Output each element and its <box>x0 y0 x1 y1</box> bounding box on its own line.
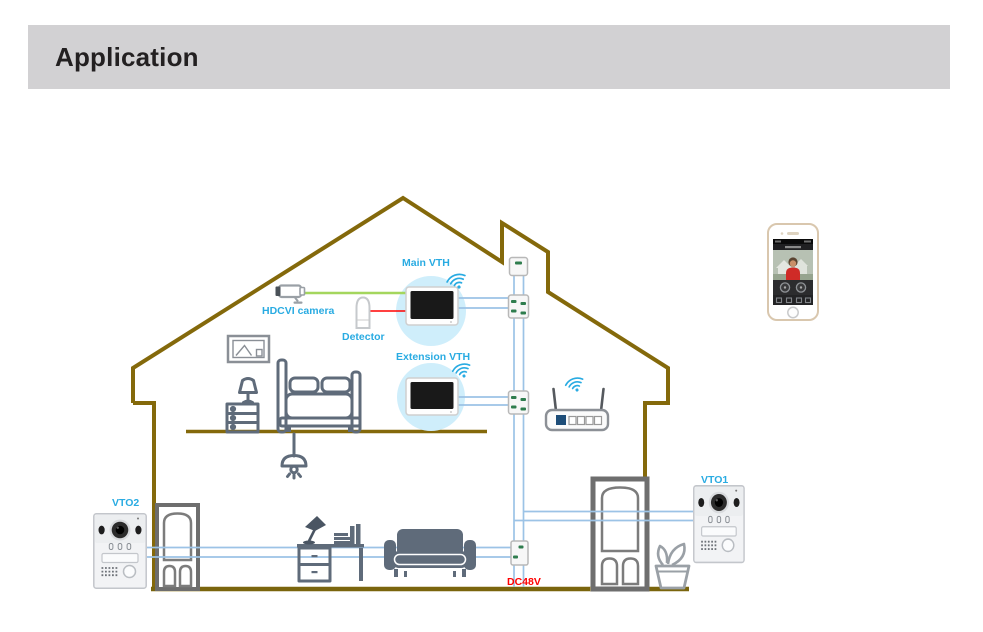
main-vth-monitor-icon <box>405 286 459 326</box>
desk-icon <box>297 544 364 583</box>
riser-junction-1 <box>507 294 530 319</box>
pendant-lamp-icon <box>280 432 308 480</box>
smartphone-app-icon <box>767 223 819 321</box>
wireless-router-icon <box>544 387 610 432</box>
pir-detector-icon <box>355 296 371 329</box>
hdcvi-camera-icon <box>275 284 306 304</box>
vto2-device-icon <box>92 512 148 590</box>
section-banner: Application <box>28 25 950 89</box>
plant-icon <box>654 542 691 590</box>
router-wifi-icon <box>563 374 587 396</box>
power-junction-box <box>510 540 529 566</box>
main-vth-cables <box>458 297 509 309</box>
vto1-device-icon <box>692 484 745 564</box>
table-lamp-icon <box>238 377 258 404</box>
picture-frame-icon <box>226 334 271 364</box>
right-door-icon <box>590 476 650 592</box>
dc48v-power-label: DC48V <box>507 576 541 588</box>
hdcvi-camera-label: HDCVI camera <box>262 305 335 317</box>
riser-cables <box>513 275 525 587</box>
nightstand-icon <box>225 402 260 434</box>
vto2-label: VTO2 <box>112 497 140 509</box>
vto1-cables <box>514 510 693 522</box>
books-icon <box>334 524 361 545</box>
extension-vth-label: Extension VTH <box>396 351 471 363</box>
main-vth-label: Main VTH <box>402 257 450 269</box>
extension-vth-cables <box>458 396 509 406</box>
bed-icon <box>276 358 362 434</box>
riser-top-box <box>508 256 529 277</box>
vto1-label: VTO1 <box>701 474 729 486</box>
sofa-icon <box>384 529 476 577</box>
riser-junction-2 <box>507 390 530 415</box>
page-title: Application <box>55 42 199 72</box>
detector-label: Detector <box>342 331 385 343</box>
extension-vth-monitor-icon <box>405 377 459 416</box>
desk-lamp-icon <box>303 516 326 545</box>
